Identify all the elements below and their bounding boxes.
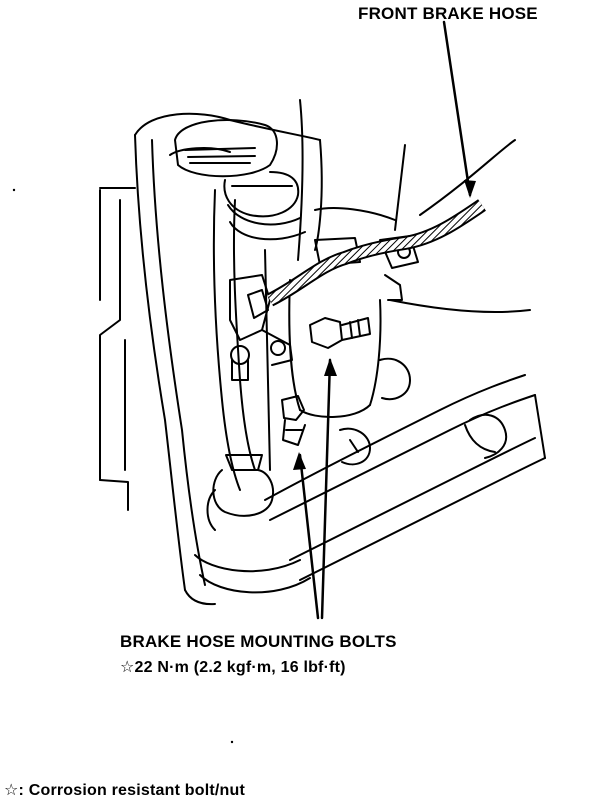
lower-control-arm — [264, 357, 546, 581]
upper-mounting-bolt — [309, 317, 371, 349]
fender-outline — [389, 139, 531, 313]
mounting-bolts-label: BRAKE HOSE MOUNTING BOLTS — [120, 632, 397, 651]
strut-top-mount — [174, 119, 306, 241]
bolt-callout-arrows — [298, 358, 332, 620]
lower-ball-joint — [194, 454, 311, 594]
torque-spec-label: ☆22 N·m (2.2 kgf·m, 16 lbf·ft) — [120, 659, 346, 676]
front-brake-hose-leader — [442, 20, 472, 197]
steering-knuckle — [134, 112, 321, 606]
background-frame-lines — [99, 187, 136, 511]
front-brake-hose-label: FRONT BRAKE HOSE — [358, 4, 538, 23]
arrowheads — [293, 180, 476, 470]
scan-specks — [12, 188, 234, 744]
lower-mounting-bolt — [281, 395, 306, 446]
legend-note: ☆: Corrosion resistant bolt/nut — [4, 782, 245, 799]
front-brake-hose — [266, 199, 486, 307]
